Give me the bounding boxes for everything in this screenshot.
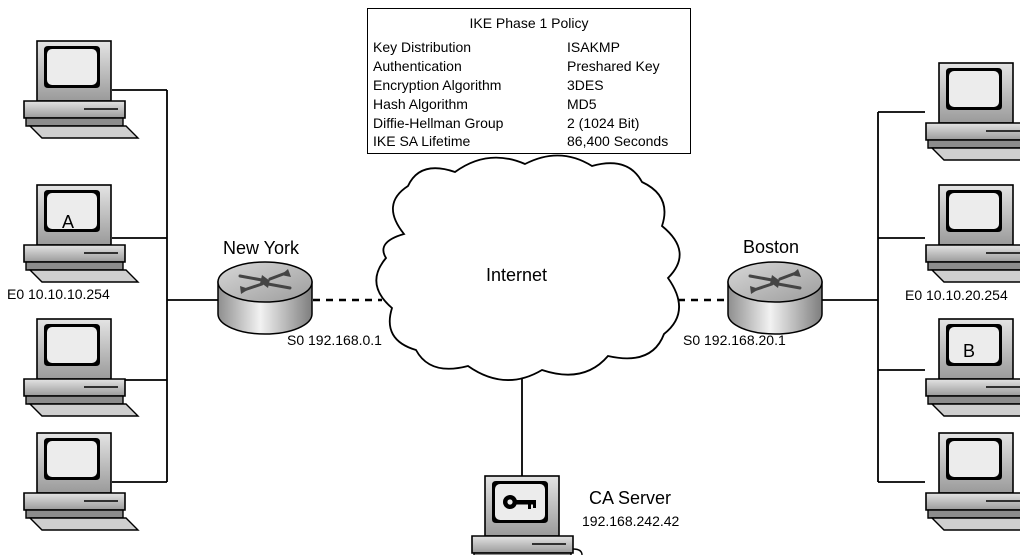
left-lan-links xyxy=(112,89,218,483)
ca-server-label: CA Server xyxy=(589,488,672,508)
left-s0-address: S0 192.168.0.1 xyxy=(287,332,382,348)
policy-row: Hash Algorithm MD5 xyxy=(373,96,689,114)
left-pc-host-a xyxy=(23,184,139,283)
right-e0-address: E0 10.10.20.254 xyxy=(905,287,1008,303)
host-a-label: A xyxy=(62,212,75,232)
right-pc-host-b xyxy=(925,318,1020,417)
ike-policy-table: IKE Phase 1 Policy Key Distribution ISAK… xyxy=(367,8,691,154)
policy-value: ISAKMP xyxy=(567,39,620,55)
new-york-label: New York xyxy=(223,238,300,258)
boston-router xyxy=(726,260,824,336)
internet-label: Internet xyxy=(486,265,548,285)
right-s0-address: S0 192.168.20.1 xyxy=(683,332,786,348)
right-pc-2 xyxy=(925,184,1020,283)
policy-key: Key Distribution xyxy=(373,39,472,55)
policy-key: IKE SA Lifetime xyxy=(373,133,471,149)
policy-row: Authentication Preshared Key xyxy=(373,58,689,76)
policy-value: 3DES xyxy=(567,77,604,93)
policy-key: Authentication xyxy=(373,58,462,74)
ca-server xyxy=(471,475,587,560)
host-b-label: B xyxy=(963,341,976,361)
left-e0-address: E0 10.10.10.254 xyxy=(7,286,110,302)
policy-key: Diffie-Hellman Group xyxy=(373,115,504,131)
policy-value: 86,400 Seconds xyxy=(567,133,669,149)
policy-row: Key Distribution ISAKMP xyxy=(373,39,689,57)
left-pc-3 xyxy=(23,318,139,417)
policy-row: IKE SA Lifetime 86,400 Seconds xyxy=(373,133,689,151)
boston-label: Boston xyxy=(743,237,800,257)
right-lan-links xyxy=(822,111,925,483)
right-pc-1 xyxy=(925,62,1020,161)
policy-value: MD5 xyxy=(567,96,597,112)
internet-cloud xyxy=(375,154,681,381)
policy-value: Preshared Key xyxy=(567,58,660,74)
new-york-router xyxy=(216,260,314,336)
right-pc-4 xyxy=(925,432,1020,531)
policy-row: Diffie-Hellman Group 2 (1024 Bit) xyxy=(373,115,689,133)
policy-title: IKE Phase 1 Policy xyxy=(469,15,589,31)
policy-row: Encryption Algorithm 3DES xyxy=(373,77,689,95)
policy-value: 2 (1024 Bit) xyxy=(567,115,640,131)
key-icon xyxy=(503,495,536,509)
policy-key: Encryption Algorithm xyxy=(373,77,502,93)
ca-server-ip: 192.168.242.42 xyxy=(582,513,680,529)
policy-key: Hash Algorithm xyxy=(373,96,468,112)
